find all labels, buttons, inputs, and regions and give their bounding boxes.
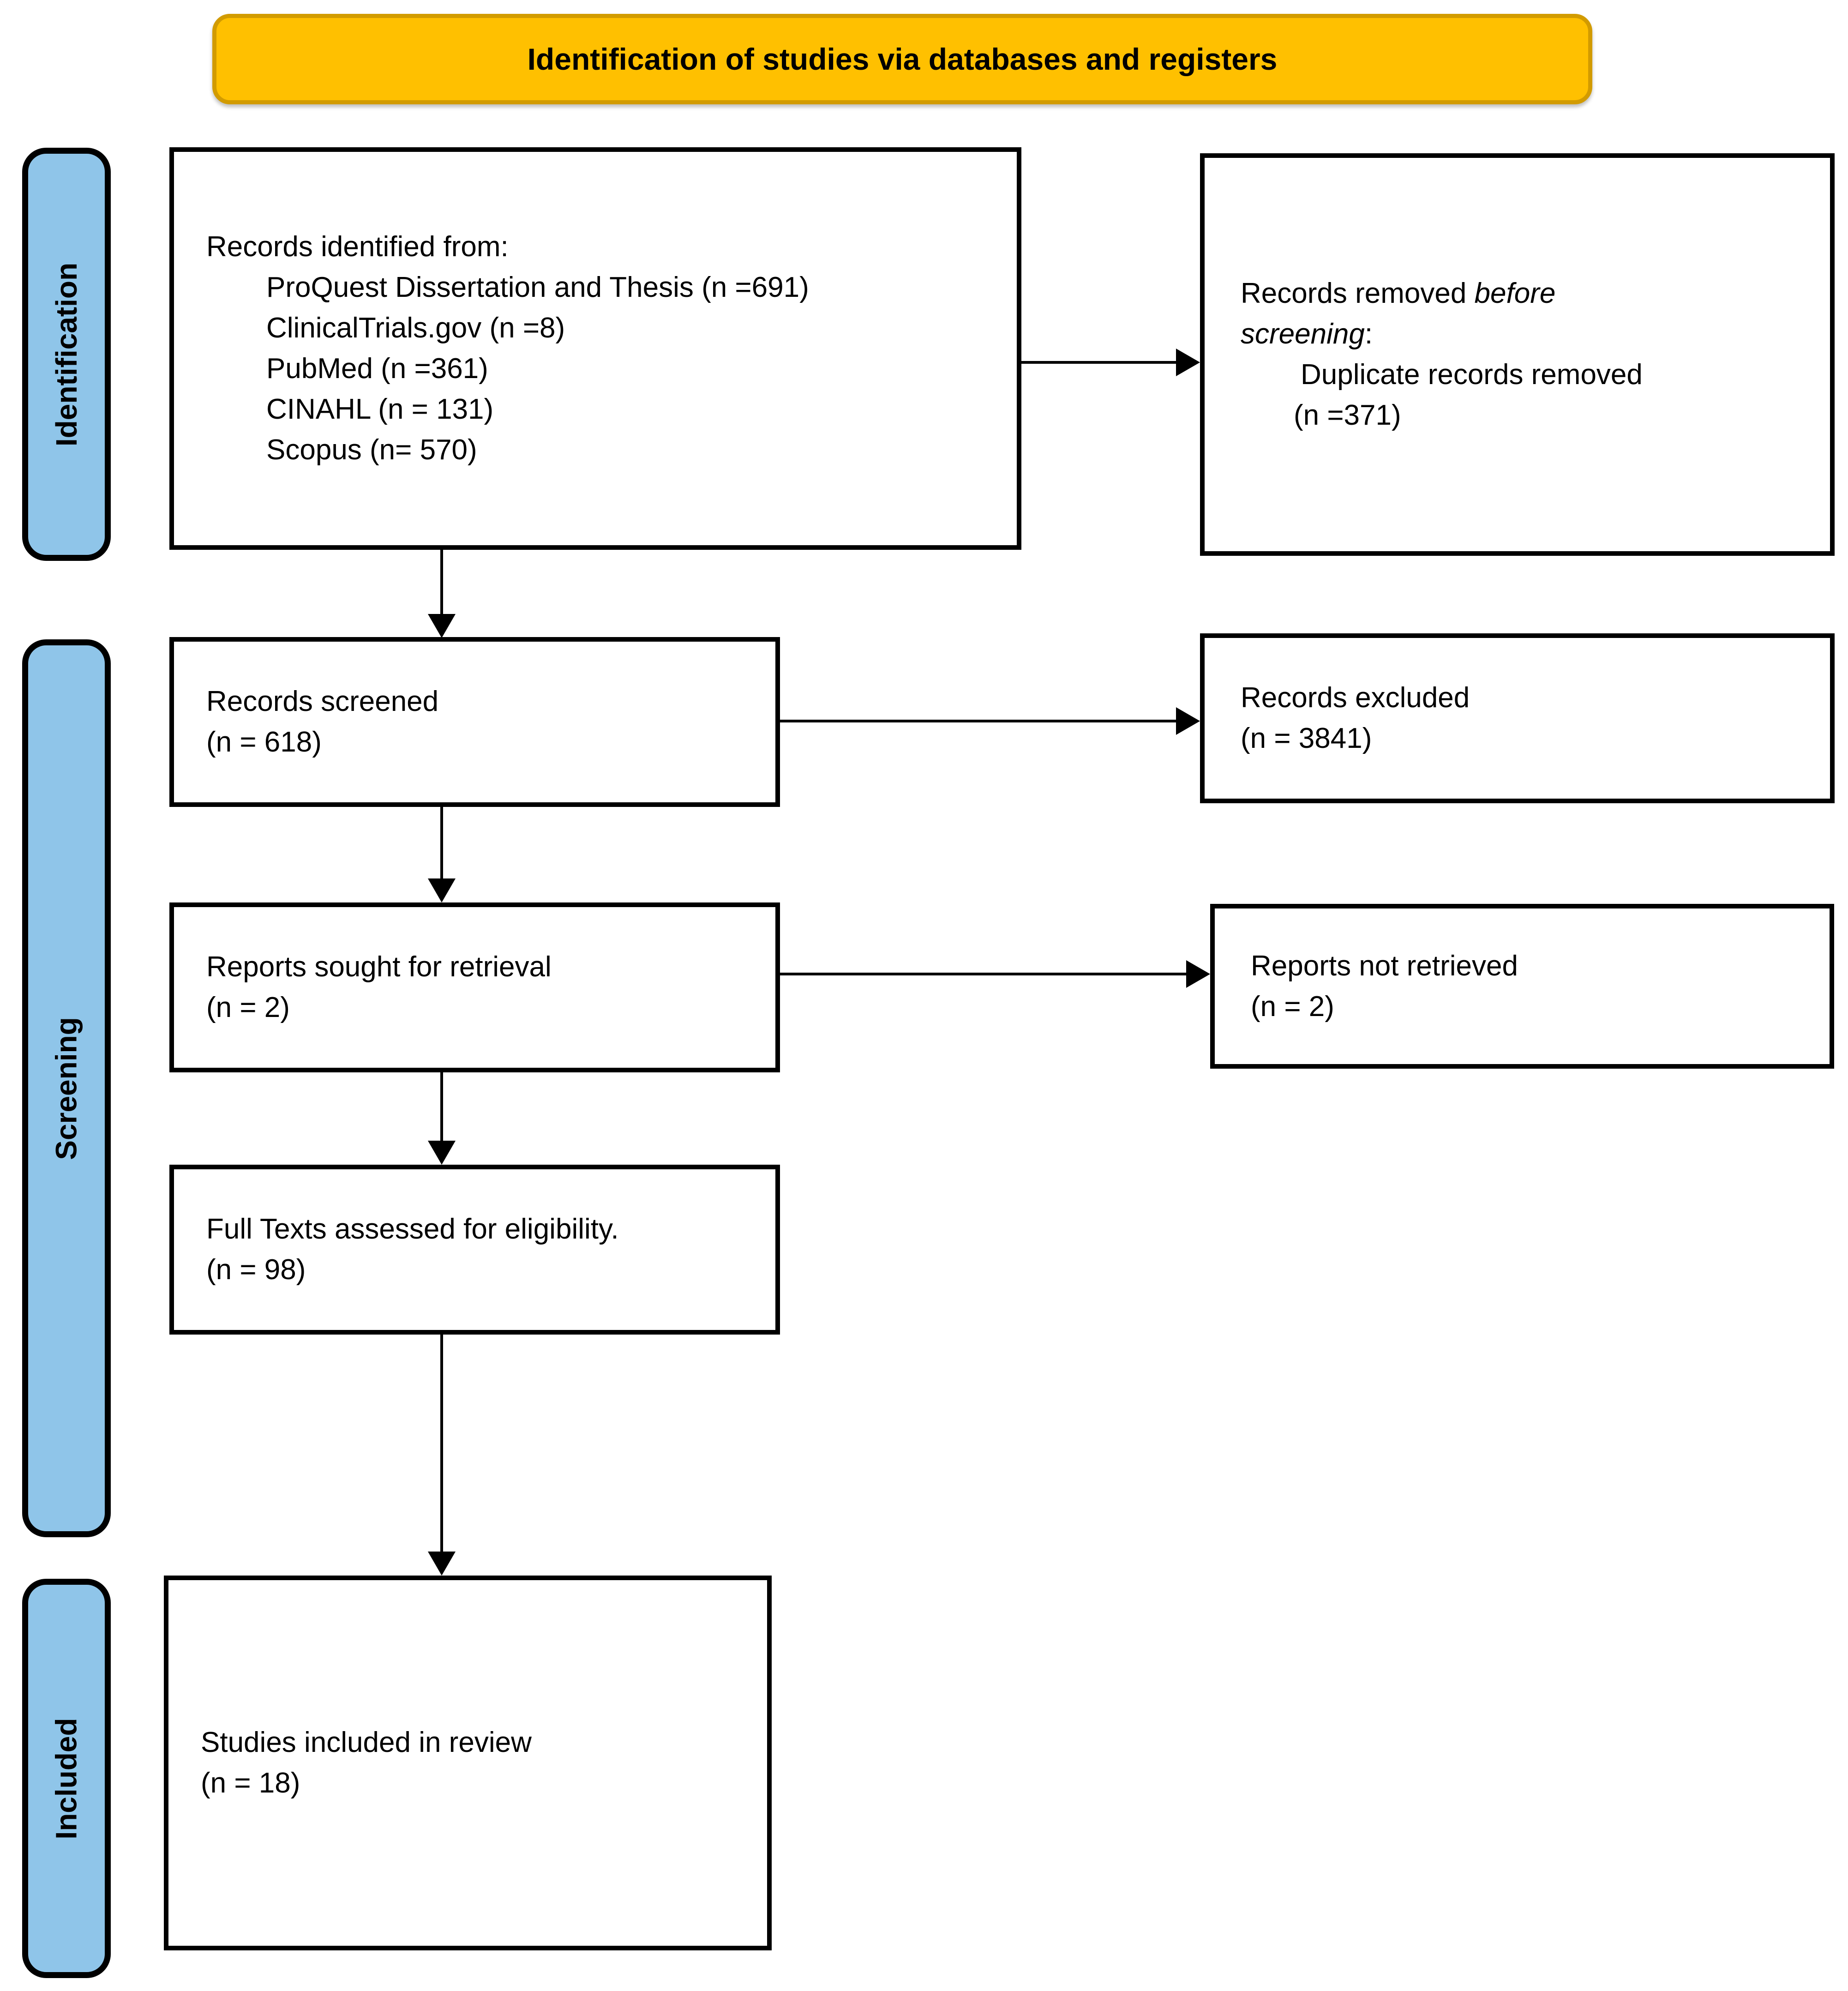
arrow-fulltext-to-included-line	[440, 1335, 443, 1553]
arrow-identified-to-screened-arrowhead	[428, 614, 456, 638]
arrow-sought-to-notretrieved-line	[780, 973, 1187, 975]
reports-sought-count: (n = 2)	[206, 992, 290, 1023]
studies-included-box: Studies included in review (n = 18)	[164, 1576, 772, 1950]
arrow-sought-to-notretrieved-arrowhead	[1186, 960, 1210, 988]
arrow-screened-to-excluded-line	[780, 720, 1178, 722]
records-screened-line1: Records screened	[206, 686, 439, 717]
records-identified-title: Records identified from:	[206, 231, 509, 263]
reports-sought-box: Reports sought for retrieval (n = 2)	[169, 902, 780, 1072]
records-identified-source: ClinicalTrials.gov (n =8)	[266, 312, 565, 344]
records-removed-line1: Records removed before	[1241, 277, 1556, 309]
records-removed-box: Records removed before screening: Duplic…	[1200, 153, 1835, 556]
arrow-fulltext-to-included-arrowhead	[428, 1552, 456, 1576]
title-banner: Identification of studies via databases …	[212, 14, 1592, 104]
phase-label-included: Included	[22, 1579, 111, 1978]
records-excluded-count: (n = 3841)	[1241, 722, 1372, 754]
phase-label-screening: Screening	[22, 639, 111, 1537]
fulltext-assessed-count: (n = 98)	[206, 1254, 306, 1286]
reports-not-retrieved-box: Reports not retrieved (n = 2)	[1210, 904, 1834, 1069]
arrow-identified-to-screened-line	[440, 550, 443, 616]
arrow-screened-to-excluded-arrowhead	[1176, 707, 1200, 735]
reports-not-retrieved-count: (n = 2)	[1251, 990, 1334, 1023]
arrow-identified-to-removed-line	[1021, 361, 1177, 364]
records-identified-source: ProQuest Dissertation and Thesis (n =691…	[266, 271, 809, 303]
records-removed-count: (n =371)	[1294, 399, 1401, 431]
phase-label-identification: Identification	[22, 148, 111, 561]
phase-label-screening-text: Screening	[50, 1017, 83, 1160]
reports-sought-line1: Reports sought for retrieval	[206, 951, 552, 983]
arrow-sought-to-fulltext-line	[440, 1072, 443, 1143]
phase-label-included-text: Included	[50, 1717, 83, 1840]
studies-included-line1: Studies included in review	[201, 1726, 532, 1758]
records-identified-source: Scopus (n= 570)	[266, 434, 477, 466]
records-excluded-box: Records excluded (n = 3841)	[1200, 633, 1835, 803]
records-identified-source: CINAHL (n = 131)	[266, 393, 494, 425]
records-excluded-line1: Records excluded	[1241, 682, 1470, 714]
arrow-identified-to-removed-arrowhead	[1176, 349, 1200, 376]
phase-label-identification-text: Identification	[50, 262, 83, 446]
records-removed-detail: Duplicate records removed	[1301, 359, 1643, 391]
arrow-sought-to-fulltext-arrowhead	[428, 1141, 456, 1165]
records-identified-source: PubMed (n =361)	[266, 353, 488, 385]
records-screened-box: Records screened (n = 618)	[169, 637, 780, 807]
title-banner-label: Identification of studies via databases …	[527, 42, 1278, 76]
fulltext-assessed-line1: Full Texts assessed for eligibility.	[206, 1213, 619, 1245]
arrow-screened-to-sought-line	[440, 807, 443, 881]
studies-included-count: (n = 18)	[201, 1767, 300, 1799]
arrow-screened-to-sought-arrowhead	[428, 878, 456, 902]
records-identified-box: Records identified from: ProQuest Disser…	[169, 147, 1021, 550]
records-removed-line2: screening:	[1241, 318, 1373, 350]
records-screened-count: (n = 618)	[206, 726, 322, 758]
reports-not-retrieved-line1: Reports not retrieved	[1251, 950, 1518, 982]
fulltext-assessed-box: Full Texts assessed for eligibility. (n …	[169, 1165, 780, 1335]
